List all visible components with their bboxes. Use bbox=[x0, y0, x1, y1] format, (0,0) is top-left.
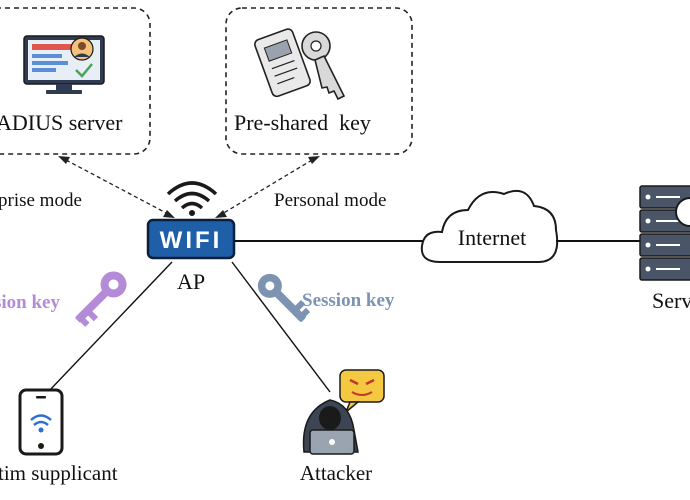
pre-shared-key-box bbox=[225, 7, 413, 155]
personal-mode-arrow bbox=[215, 156, 320, 218]
server-label: Serv bbox=[652, 288, 690, 313]
personal-mode-label: Personal mode bbox=[274, 190, 386, 211]
key-card-icon bbox=[254, 28, 346, 101]
enterprise-mode-arrow bbox=[58, 156, 175, 218]
cloud-icon bbox=[420, 190, 559, 263]
victim-label: tim supplicant bbox=[0, 461, 118, 485]
radius-server-box bbox=[0, 7, 151, 155]
purple-key-icon bbox=[75, 271, 127, 327]
ap-attacker-link bbox=[231, 261, 331, 393]
session-key-left-label: sion key bbox=[0, 292, 60, 313]
ap-victim-link bbox=[47, 261, 173, 393]
pre-shared-key-label: Pre-shared key bbox=[234, 110, 371, 135]
hacker-icon bbox=[302, 369, 385, 455]
blue-key-icon bbox=[257, 273, 311, 322]
session-key-right-label: Session key bbox=[302, 290, 395, 311]
wifi-badge: WIFI bbox=[146, 218, 236, 260]
server-rack-icon bbox=[639, 185, 690, 281]
wifi-badge-label: WIFI bbox=[160, 227, 223, 254]
enterprise-mode-label: prise mode bbox=[0, 190, 82, 211]
attacker-label: Attacker bbox=[300, 461, 372, 485]
server-monitor-icon bbox=[23, 35, 105, 94]
wifi-signal-icon bbox=[166, 181, 218, 216]
smartphone-icon bbox=[18, 388, 64, 456]
internet-label: Internet bbox=[458, 225, 526, 250]
ap-label: AP bbox=[177, 269, 205, 294]
radius-server-label: ADIUS server bbox=[0, 110, 123, 135]
